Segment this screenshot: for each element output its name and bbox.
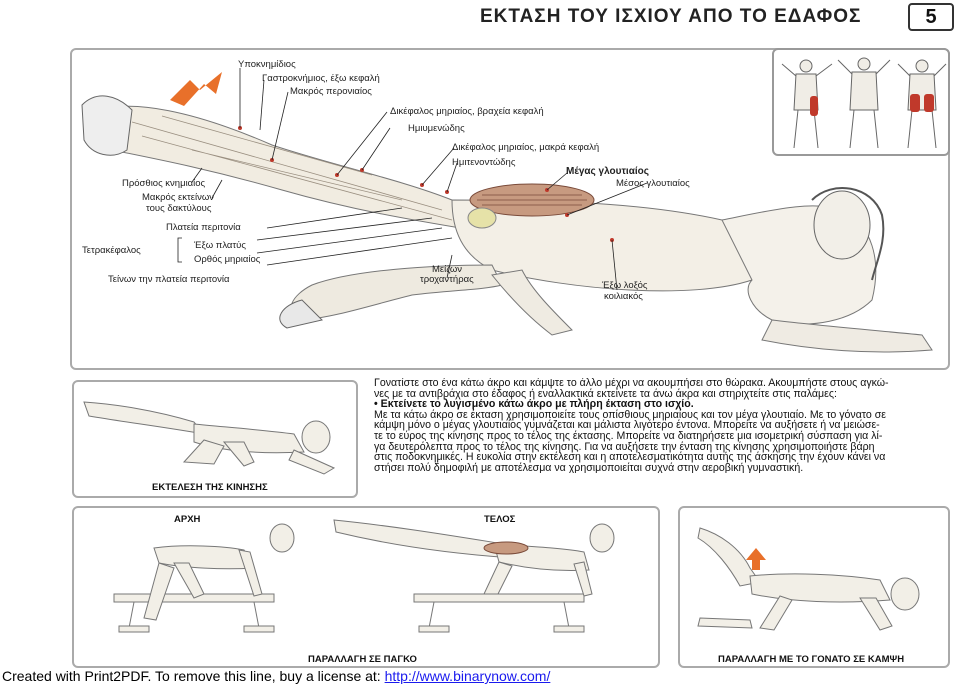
footer-notice: Created with Print2PDF. To remove this l… — [2, 668, 550, 684]
anatomy-label: Μείζων — [432, 264, 462, 275]
up-arrow-icon — [746, 548, 766, 570]
description-line: στις ποδοκνημικές. Η ευκολία στην εκτέλε… — [374, 451, 886, 464]
anatomy-label: Έξω λοξός — [602, 280, 648, 291]
anatomy-label: Μακρός εκτείνων — [142, 192, 215, 203]
description-line: κάμψη μόνο ο μέγας γλουτιαίος γυμνάζεται… — [374, 419, 880, 432]
anatomy-label: Δικέφαλος μηριαίος, μακρά κεφαλή — [452, 142, 600, 153]
exercise-description: Γονατίστε στο ένα κάτω άκρο και κάμψτε τ… — [374, 378, 960, 473]
anatomy-illustration — [81, 68, 933, 353]
description-line: γα δευτερόλεπτα προς το τέλος της κίνηση… — [374, 440, 875, 453]
anatomy-label: Ημιυμενώδης — [408, 123, 465, 134]
caption-knee-variation: ΠΑΡΑΛΛΑΓΗ ΜΕ ΤΟ ΓΟΝΑΤΟ ΣΕ ΚΑΜΨΗ — [718, 654, 905, 665]
anatomy-label: Τείνων την πλατεία περιτονία — [108, 274, 230, 285]
muscle-figures — [781, 57, 947, 149]
anatomy-label: Μέγας γλουτιαίος — [566, 166, 649, 177]
description-line: Με τα κάτω άκρο σε έκταση χρησιμοποιείτε… — [374, 408, 886, 421]
knee-variation-panel: ΠΑΡΑΛΛΑΓΗ ΜΕ ΤΟ ΓΟΝΑΤΟ ΣΕ ΚΑΜΨΗ — [678, 506, 950, 668]
description-line: Γονατίστε στο ένα κάτω άκρο και κάμψτε τ… — [374, 378, 889, 389]
anatomy-label: Υποκνημίδιος — [238, 59, 296, 70]
anatomy-label: τους δακτύλους — [146, 203, 212, 214]
caption-execution: ΕΚΤΕΛΕΣΗ ΤΗΣ ΚΙΝΗΣΗΣ — [152, 482, 268, 493]
description-line: τε το εύρος της κίνησης προς το τέλος τη… — [374, 429, 883, 442]
anatomy-label: Πλατεία περιτονία — [166, 222, 241, 233]
anatomy-label: Τετρακέφαλος — [82, 245, 141, 256]
anatomy-label: Μακρός περονιαίος — [290, 86, 372, 97]
muscle-figures-thumbnail — [772, 48, 950, 156]
caption-bench-variation: ΠΑΡΑΛΛΑΓΗ ΣΕ ΠΑΓΚΟ — [308, 654, 417, 665]
anatomy-label: Δικέφαλος μηριαίος, βραχεία κεφαλή — [390, 106, 544, 117]
description-line: • Εκτείνετε το λυγισμένο κάτω άκρο με πλ… — [374, 398, 694, 411]
page-number: 5 — [908, 3, 954, 31]
anatomy-label: Ορθός μηριαίος — [194, 254, 261, 265]
execution-illustration — [83, 401, 336, 475]
anatomy-label: κοιλιακός — [604, 291, 643, 302]
anatomy-label: Μέσος γλουτιαίος — [616, 178, 690, 189]
anatomy-label: Γαστροκνήμιος, έξω κεφαλή — [262, 73, 380, 84]
up-arrow-icon — [170, 72, 222, 106]
description-line: νες με τα αντιβράχια στο έδαφος ή εναλλα… — [374, 387, 837, 400]
footer-text: Created with Print2PDF. To remove this l… — [2, 668, 385, 684]
knee-variation-illustration — [697, 527, 920, 631]
footer-link[interactable]: http://www.binarynow.com/ — [384, 668, 551, 684]
page-title: ΕΚΤΑΣΗ ΤΟΥ ΙΣΧΙΟΥ ΑΠΟ ΤΟ ΕΔΑΦΟΣ — [480, 6, 862, 27]
anatomy-label: Έξω πλατύς — [194, 240, 246, 251]
anatomy-label: τροχαντήρας — [420, 274, 474, 285]
anatomy-label: Ημιτενοντώδης — [452, 157, 516, 168]
caption-end: ΤΕΛΟΣ — [484, 514, 516, 525]
execution-illustration-panel: ΕΚΤΕΛΕΣΗ ΤΗΣ ΚΙΝΗΣΗΣ — [72, 380, 358, 498]
bench-variation-panel: ΑΡΧΗ ΤΕΛΟΣ ΠΑΡΑΛΛΑΓΗ ΣΕ ΠΑΓΚΟ — [72, 506, 660, 668]
bench-variation-illustration — [113, 519, 615, 633]
caption-start: ΑΡΧΗ — [174, 514, 201, 525]
description-line: στήσει πολύ δημοφιλή με αποτέλεσμα να χρ… — [374, 461, 804, 474]
anatomy-label: Πρόσθιος κνημιαίος — [122, 178, 206, 189]
